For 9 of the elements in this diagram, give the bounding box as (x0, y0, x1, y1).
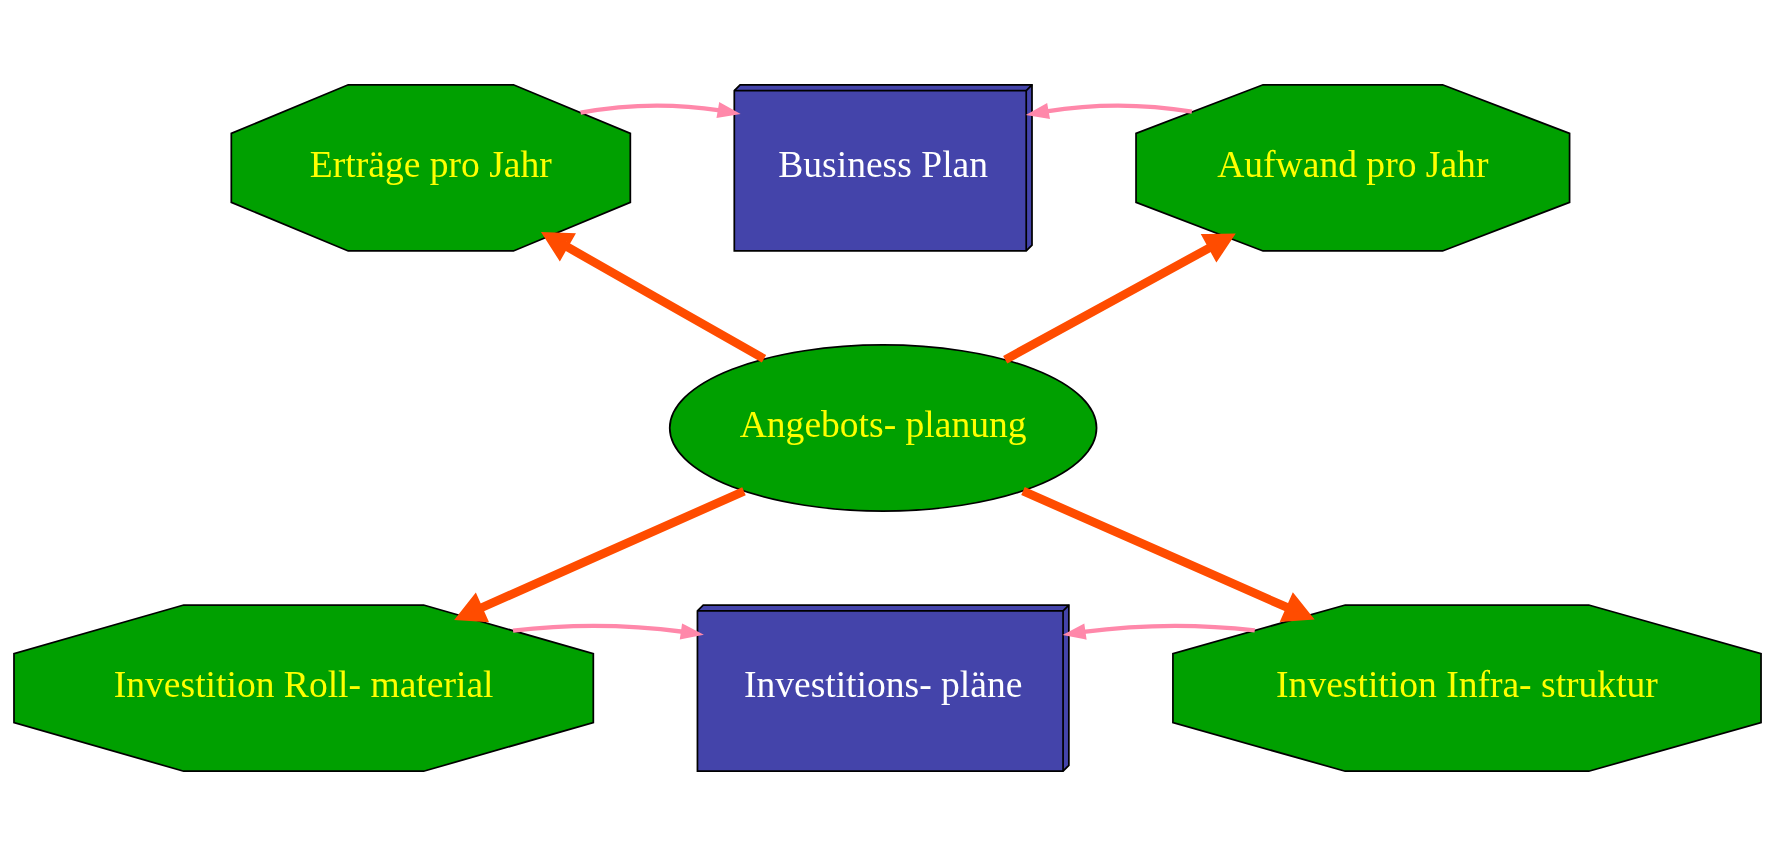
arrow (580, 102, 741, 118)
arrow (454, 487, 746, 623)
arrow (1003, 233, 1236, 364)
arrow (1021, 487, 1315, 622)
arrow (540, 231, 767, 363)
arrow (512, 623, 704, 640)
arrow (1062, 623, 1255, 640)
arrow (1025, 102, 1193, 119)
node-ellipse: Angebots- planung (668, 344, 1098, 512)
